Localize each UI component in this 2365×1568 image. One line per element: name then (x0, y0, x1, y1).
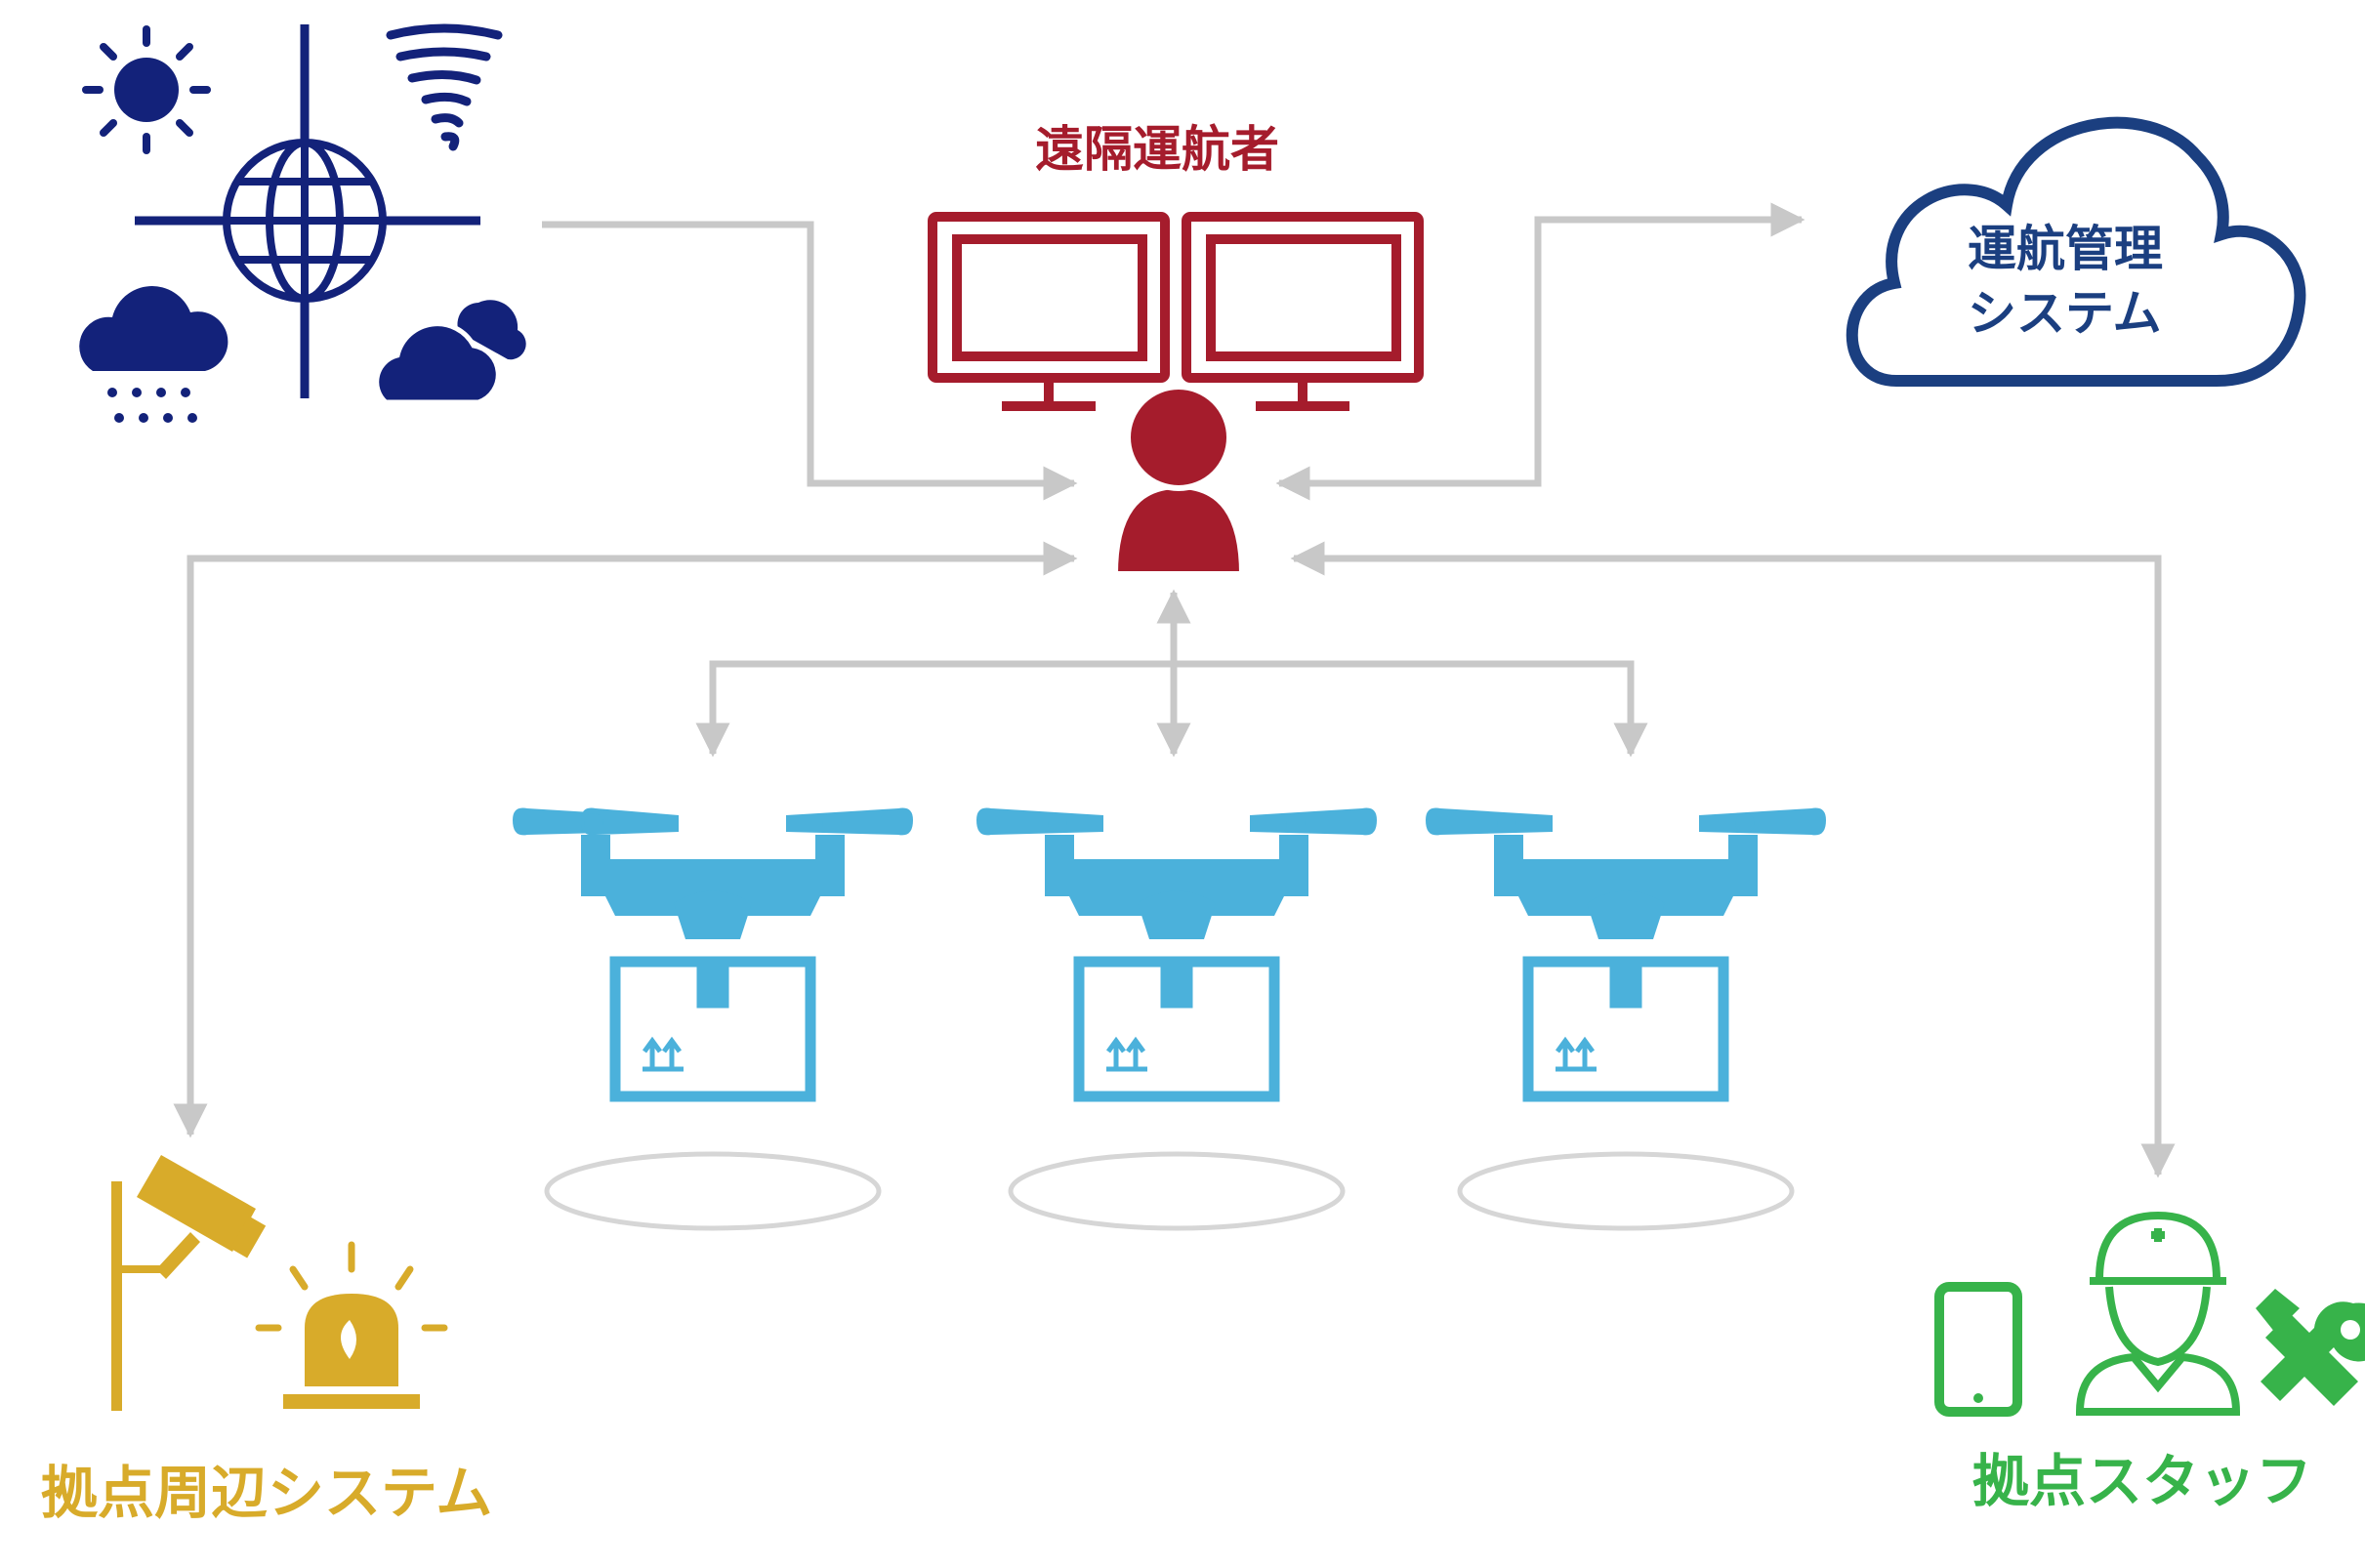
cloud-icon (1846, 116, 2306, 387)
arrow-weather-to-operator (542, 221, 1078, 501)
weather-cluster (79, 23, 526, 423)
ops-system-label-line2: システム (1968, 285, 2162, 342)
monitor-icon (1182, 212, 1424, 411)
security-camera-icon (111, 1155, 267, 1411)
globe-icon (223, 139, 387, 303)
remote-operator-label: 遠隔運航者 (1035, 121, 1279, 178)
worker-helmet-icon (2075, 1211, 2241, 1416)
landing-shadow (544, 1151, 882, 1231)
connector-arrows (173, 202, 2176, 1178)
operator-cluster (928, 212, 1424, 577)
landing-shadow (1008, 1151, 1346, 1231)
ops-management-system-label: 運航管理 システム (1968, 217, 2163, 346)
arrow-drone-right (1174, 660, 1648, 758)
sun-icon (82, 25, 211, 154)
package-icon (1073, 956, 1280, 1102)
drone-icon (513, 807, 913, 1231)
person-icon (1111, 384, 1246, 577)
arrow-operator-staff (1290, 541, 2176, 1178)
smartphone-icon (1934, 1282, 2022, 1417)
arrow-operator-cloud (1275, 202, 1805, 501)
monitor-icon (928, 212, 1170, 411)
package-icon (1522, 956, 1729, 1102)
drone-fleet (513, 807, 1826, 1231)
base-surroundings-system-label: 拠点周辺システム (41, 1460, 493, 1526)
rain-cloud-icon (79, 286, 228, 423)
landing-shadow (1457, 1151, 1795, 1231)
tools-icon (2256, 1289, 2365, 1406)
arrow-operator-base-system (173, 541, 1078, 1138)
tornado-icon (386, 23, 503, 151)
drone-icon (1426, 807, 1826, 1231)
package-icon (609, 956, 816, 1102)
base-staff-label: 拠点スタッフ (1972, 1448, 2313, 1514)
cloud-icon (374, 300, 526, 405)
staff-cluster (1934, 1211, 2365, 1417)
drone-icon (976, 807, 1377, 1231)
ops-system-label-line1: 運航管理 (1968, 221, 2163, 277)
warning-light-icon (255, 1241, 448, 1409)
base-system-cluster (111, 1155, 448, 1411)
arrow-drone-left (695, 660, 1174, 758)
